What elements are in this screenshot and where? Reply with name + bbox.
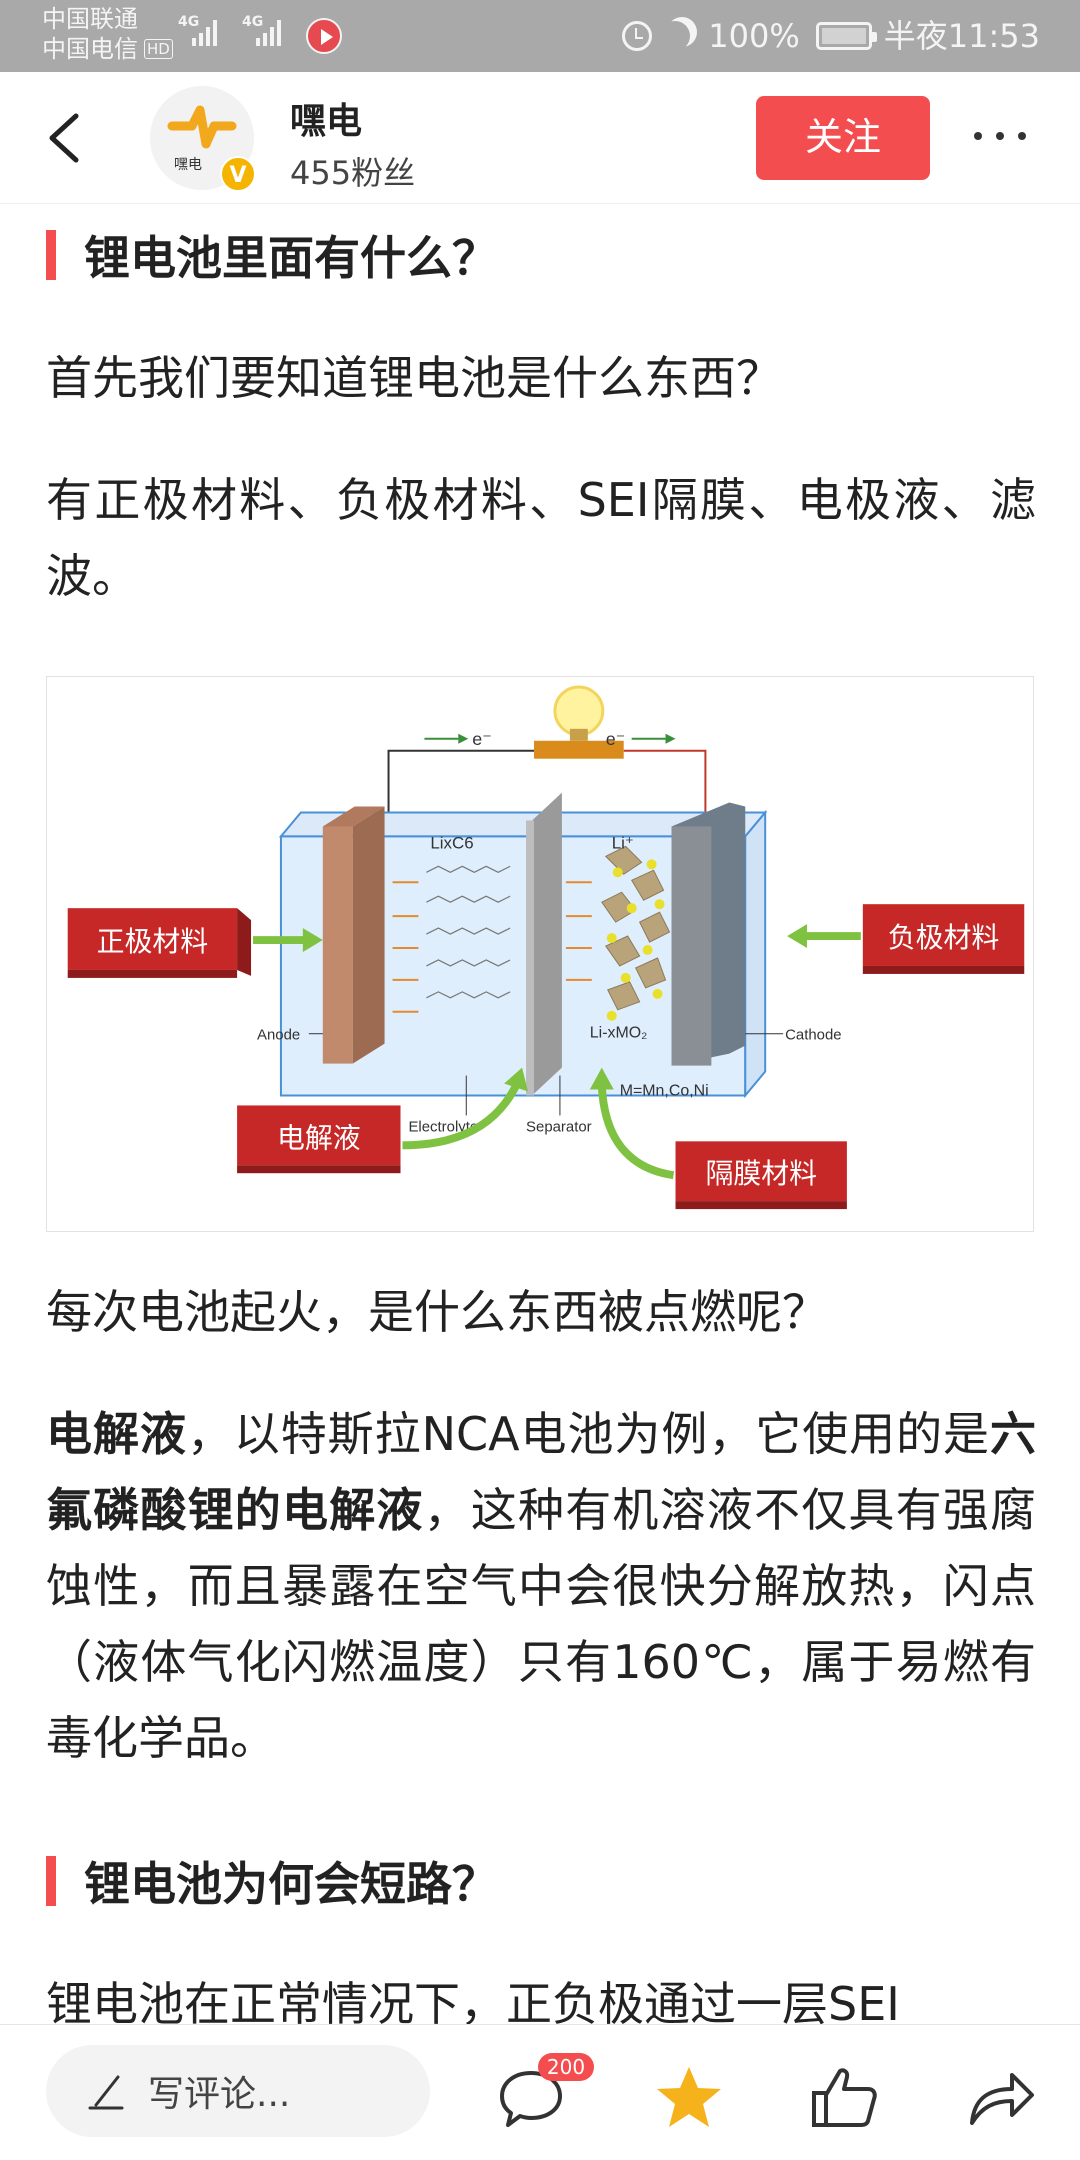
author-name[interactable]: 嘿电 bbox=[290, 101, 363, 142]
li-ion-label: Li⁺ bbox=[612, 833, 634, 852]
screen-record-icon bbox=[306, 18, 342, 54]
paragraph-5: 锂电池在正常情况下，正负极通过一层SEI bbox=[46, 1977, 900, 2024]
carrier-2: 中国电信 bbox=[42, 35, 138, 63]
pen-icon bbox=[88, 2075, 124, 2110]
hd-icon: HD bbox=[144, 39, 173, 59]
anode-label: Anode bbox=[257, 1027, 300, 1044]
electrolyte-cn-label: 电解液 bbox=[277, 1121, 361, 1154]
paragraph-2: 有正极材料、负极材料、SEI隔膜、电极液、滤波。 bbox=[46, 473, 1036, 603]
section-heading-2: 锂电池为何会短路？ bbox=[46, 1848, 498, 1914]
bold-electrolyte: 电解液 bbox=[46, 1407, 187, 1461]
limo2-label: Li-xMO₂ bbox=[590, 1025, 648, 1042]
article-header: 嘿电 V 嘿电 455粉丝 关注 bbox=[0, 72, 1080, 204]
electrolyte-label: Electrolyte bbox=[408, 1118, 478, 1135]
battery-icon bbox=[815, 22, 877, 50]
heading-accent-bar bbox=[46, 230, 56, 280]
comment-count-badge: 200 bbox=[538, 2053, 594, 2081]
heading-text: 锂电池里面有什么？ bbox=[84, 231, 498, 285]
battery-percent: 100% bbox=[708, 17, 800, 55]
lixc6-label: LixC6 bbox=[430, 833, 473, 852]
follow-button[interactable]: 关注 bbox=[756, 96, 930, 180]
clock: 半夜11:53 bbox=[883, 17, 1040, 55]
alarm-icon bbox=[622, 21, 653, 51]
bottom-action-bar: 写评论... 200 bbox=[0, 2024, 1080, 2160]
carrier-1: 中国联通 bbox=[42, 5, 138, 33]
comment-placeholder: 写评论... bbox=[148, 2074, 291, 2115]
electron-label-right: e⁻ bbox=[606, 729, 625, 749]
network-type-2: 4G bbox=[242, 14, 264, 30]
avatar-label: 嘿电 bbox=[174, 157, 202, 173]
do-not-disturb-icon bbox=[660, 21, 690, 51]
comment-input[interactable]: 写评论... bbox=[46, 2045, 430, 2137]
anode-material-label: 负极材料 bbox=[888, 921, 1000, 954]
metals-label: M=Mn,Co,Ni bbox=[620, 1082, 709, 1099]
like-thumb-icon[interactable] bbox=[810, 2063, 880, 2133]
paragraph-4: 电解液，以特斯拉NCA电池为例，它使用的是六氟磷酸锂的电解液，这种有机溶液不仅具… bbox=[46, 1396, 1036, 1776]
favorite-star-icon[interactable] bbox=[654, 2063, 724, 2133]
paragraph-3: 每次电池起火，是什么东西被点燃呢？ bbox=[46, 1285, 828, 1339]
comment-icon[interactable] bbox=[496, 2063, 566, 2133]
battery-diagram-image[interactable]: e⁻ e⁻ bbox=[46, 676, 1034, 1232]
more-options-icon[interactable] bbox=[974, 132, 1026, 140]
verified-badge-icon: V bbox=[220, 156, 256, 192]
cathode-material-label: 正极材料 bbox=[97, 925, 209, 958]
cathode-label: Cathode bbox=[785, 1027, 841, 1044]
heading-accent-bar bbox=[46, 1856, 56, 1906]
electron-label-left: e⁻ bbox=[472, 729, 491, 749]
network-type-1: 4G bbox=[178, 14, 200, 30]
status-bar: 中国联通 中国电信 HD 4G 4G 100% 半夜11:53 bbox=[0, 0, 1080, 72]
heading-text: 锂电池为何会短路？ bbox=[84, 1857, 498, 1911]
separator-cn-label: 隔膜材料 bbox=[705, 1157, 817, 1190]
section-heading-1: 锂电池里面有什么？ bbox=[46, 222, 498, 288]
para-4-text-2: ，这种有机溶液不仅具有强腐蚀性，而且暴露在空气中会很快分解放热，闪点（液体气化闪… bbox=[46, 1483, 1037, 1765]
separator-label: Separator bbox=[526, 1118, 592, 1135]
bold-lithium-electrolyte: 六氟磷酸锂的电解液 bbox=[46, 1407, 1036, 1537]
paragraph-1: 首先我们要知道锂电池是什么东西？ bbox=[46, 351, 782, 405]
share-icon[interactable] bbox=[966, 2063, 1036, 2133]
article-body[interactable]: 锂电池里面有什么？ 首先我们要知道锂电池是什么东西？ 有正极材料、负极材料、SE… bbox=[0, 204, 1080, 2024]
para-4-text-1: ，以特斯拉NCA电池为例，它使用的是 bbox=[186, 1407, 990, 1461]
back-icon[interactable] bbox=[44, 112, 88, 164]
carrier-info: 中国联通 中国电信 HD bbox=[42, 4, 173, 64]
follower-count: 455粉丝 bbox=[290, 154, 416, 192]
author-avatar[interactable]: 嘿电 V bbox=[150, 86, 256, 192]
status-right: 100% 半夜11:53 bbox=[622, 16, 1040, 56]
battery-diagram: e⁻ e⁻ bbox=[67, 685, 1025, 1210]
